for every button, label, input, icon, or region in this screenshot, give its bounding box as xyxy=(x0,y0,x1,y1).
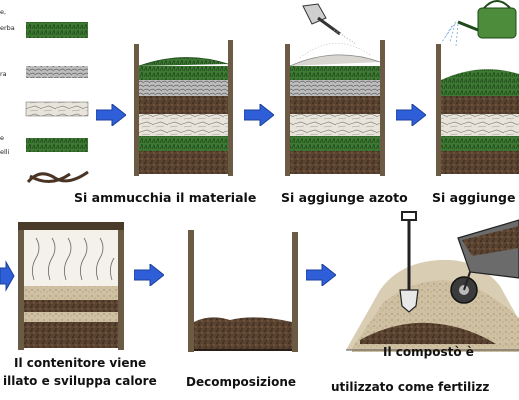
legend-swatch-mixed xyxy=(26,66,88,78)
arrow-icon-3 xyxy=(396,104,426,126)
legend-swatch-grass xyxy=(26,22,88,38)
spade-icon xyxy=(400,212,418,312)
step-6-caption-line-1: Il compostò è xyxy=(383,345,474,359)
arrow-icon-1 xyxy=(96,104,126,126)
pile-3 xyxy=(436,1,519,176)
legend-label-4: e xyxy=(0,134,4,142)
legend-swatch-leaves xyxy=(26,138,88,152)
step-3-caption: Si aggiunge xyxy=(432,190,515,205)
legend-label-5: elli xyxy=(0,148,10,156)
step-4-caption-line-2: illato e sviluppa calore xyxy=(3,374,157,388)
step-1-caption: Si ammucchia il materiale xyxy=(74,190,256,205)
legend-label-3: ra xyxy=(0,70,7,78)
legend-label-1: e, xyxy=(0,8,6,16)
step-4-caption-line-1: Il contenitore viene xyxy=(14,356,146,370)
trowel-icon xyxy=(303,4,356,44)
legend-label-2: erba xyxy=(0,24,15,32)
layer-legend: e, erba ra e elli xyxy=(0,8,88,182)
decomposition-container xyxy=(188,230,298,352)
pile-1 xyxy=(134,40,233,176)
arrow-icon-5 xyxy=(134,264,164,286)
covered-container xyxy=(18,222,124,350)
step-6-caption-line-2: utilizzato come fertilizz xyxy=(331,380,489,394)
arrow-icon-2 xyxy=(244,104,274,126)
legend-swatch-paper xyxy=(26,102,88,116)
arrow-icon-6 xyxy=(306,264,336,286)
pile-2 xyxy=(285,4,385,176)
step-2-caption: Si aggiunge azoto xyxy=(281,190,408,205)
watering-can-icon xyxy=(442,1,516,46)
legend-swatch-twigs xyxy=(28,172,88,182)
step-5-caption: Decomposizione xyxy=(186,375,296,389)
arrow-icon-4 xyxy=(0,262,14,290)
